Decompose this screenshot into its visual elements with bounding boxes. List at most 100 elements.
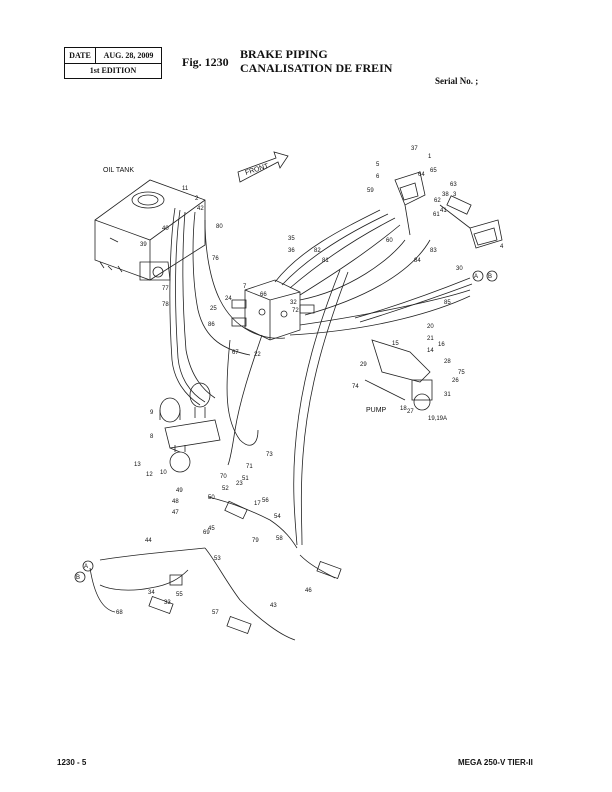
callout-60: 60 bbox=[386, 238, 393, 244]
connector-b-left: B bbox=[76, 575, 80, 581]
front-arrow bbox=[237, 151, 289, 183]
callout-49: 49 bbox=[176, 488, 183, 494]
callout-29: 29 bbox=[360, 362, 367, 368]
brake-valve-block bbox=[231, 279, 315, 341]
callout-46: 46 bbox=[305, 588, 312, 594]
callout-41: 41 bbox=[440, 208, 447, 214]
callout-19: 19,19A bbox=[428, 416, 447, 422]
callout-69: 69 bbox=[203, 530, 210, 536]
callout-71: 71 bbox=[246, 464, 253, 470]
callout-38: 38 bbox=[442, 192, 449, 198]
callout-42: 42 bbox=[197, 206, 204, 212]
callout-33: 33 bbox=[164, 600, 171, 606]
callout-84: 84 bbox=[414, 258, 421, 264]
callout-27: 27 bbox=[407, 409, 414, 415]
callout-45: 45 bbox=[208, 526, 215, 532]
callout-81: 81 bbox=[322, 258, 329, 264]
title-french: CANALISATION DE FREIN bbox=[240, 61, 393, 75]
connector-a-left: A bbox=[84, 564, 88, 570]
page-number: 1230 - 5 bbox=[57, 758, 87, 767]
callout-58: 58 bbox=[276, 536, 283, 542]
brake-pedal-assembly bbox=[394, 171, 503, 249]
callout-78: 78 bbox=[162, 302, 169, 308]
callout-67: 67 bbox=[232, 350, 239, 356]
callout-37: 37 bbox=[411, 146, 418, 152]
callout-77: 77 bbox=[162, 286, 169, 292]
connector-b-right: B bbox=[488, 274, 492, 280]
callout-47: 47 bbox=[172, 510, 179, 516]
callout-44: 44 bbox=[145, 538, 152, 544]
callout-18: 18 bbox=[400, 406, 407, 412]
callout-74: 74 bbox=[352, 384, 359, 390]
callout-79: 79 bbox=[252, 538, 259, 544]
callout-68: 68 bbox=[116, 610, 123, 616]
callout-40: 40 bbox=[162, 226, 169, 232]
accumulator-right bbox=[189, 382, 211, 418]
callout-26: 26 bbox=[452, 378, 459, 384]
oil-tank-label: OIL TANK bbox=[103, 167, 134, 174]
callout-63: 63 bbox=[450, 182, 457, 188]
callout-75: 75 bbox=[458, 370, 465, 376]
callout-72: 72 bbox=[292, 308, 299, 314]
callout-64: 64 bbox=[418, 172, 425, 178]
callout-10: 10 bbox=[160, 470, 167, 476]
callout-4: 4 bbox=[500, 244, 504, 250]
callout-22: 22 bbox=[254, 352, 261, 358]
callout-31: 31 bbox=[444, 392, 451, 398]
callout-8: 8 bbox=[150, 434, 154, 440]
callout-34: 34 bbox=[148, 590, 155, 596]
callout-1: 1 bbox=[428, 154, 432, 160]
pump-label: PUMP bbox=[366, 407, 387, 414]
callout-73: 73 bbox=[266, 452, 273, 458]
callout-54: 54 bbox=[274, 514, 281, 520]
callout-21: 21 bbox=[427, 336, 434, 342]
edition: 1st EDITION bbox=[89, 66, 137, 75]
callout-36: 36 bbox=[288, 248, 295, 254]
pump-group bbox=[364, 339, 433, 411]
callout-50: 50 bbox=[208, 495, 215, 501]
callout-61: 61 bbox=[433, 212, 440, 218]
callout-56: 56 bbox=[262, 498, 269, 504]
callout-11: 11 bbox=[182, 186, 189, 192]
callout-2: 2 bbox=[195, 196, 199, 202]
callout-13: 13 bbox=[134, 462, 141, 468]
callout-39: 39 bbox=[140, 242, 147, 248]
date-label: DATE bbox=[65, 48, 96, 63]
callout-5: 5 bbox=[376, 162, 380, 168]
callout-25: 25 bbox=[210, 306, 217, 312]
connector-a-right: A bbox=[474, 274, 478, 280]
callout-82: 82 bbox=[314, 248, 321, 254]
callout-85: 85 bbox=[444, 300, 451, 306]
callout-labels: 1 2 3 4 5 6 7 8 9 10 11 12 13 14 15 16 1… bbox=[116, 146, 504, 616]
callout-53: 53 bbox=[214, 556, 221, 562]
date-box: DATE AUG. 28, 2009 1st EDITION bbox=[64, 47, 162, 79]
date-row: DATE AUG. 28, 2009 bbox=[65, 48, 161, 64]
callout-57: 57 bbox=[212, 610, 219, 616]
callout-62: 62 bbox=[434, 198, 441, 204]
callout-52: 52 bbox=[222, 486, 229, 492]
callout-14: 14 bbox=[427, 348, 434, 354]
oil-tank bbox=[94, 179, 206, 281]
callout-86: 86 bbox=[208, 322, 215, 328]
callout-3: 3 bbox=[453, 192, 457, 198]
callout-43: 43 bbox=[270, 603, 277, 609]
callout-66: 66 bbox=[260, 292, 267, 298]
callout-35: 35 bbox=[288, 236, 295, 242]
callout-17: 17 bbox=[254, 501, 261, 507]
figure-title: BRAKE PIPING CANALISATION DE FREIN bbox=[240, 47, 392, 75]
callout-55: 55 bbox=[176, 592, 183, 598]
callout-70: 70 bbox=[220, 474, 227, 480]
serial-number: Serial No. ; bbox=[435, 76, 479, 86]
callout-24: 24 bbox=[225, 296, 232, 302]
callout-23: 23 bbox=[236, 481, 243, 487]
date-value: AUG. 28, 2009 bbox=[103, 51, 154, 60]
callout-6: 6 bbox=[376, 174, 380, 180]
callout-80: 80 bbox=[216, 224, 223, 230]
callout-12: 12 bbox=[146, 472, 153, 478]
figure-number: Fig. 1230 bbox=[182, 55, 229, 69]
callout-7: 7 bbox=[243, 284, 247, 290]
callout-28: 28 bbox=[444, 359, 451, 365]
callout-16: 16 bbox=[438, 342, 445, 348]
callout-59: 59 bbox=[367, 188, 374, 194]
